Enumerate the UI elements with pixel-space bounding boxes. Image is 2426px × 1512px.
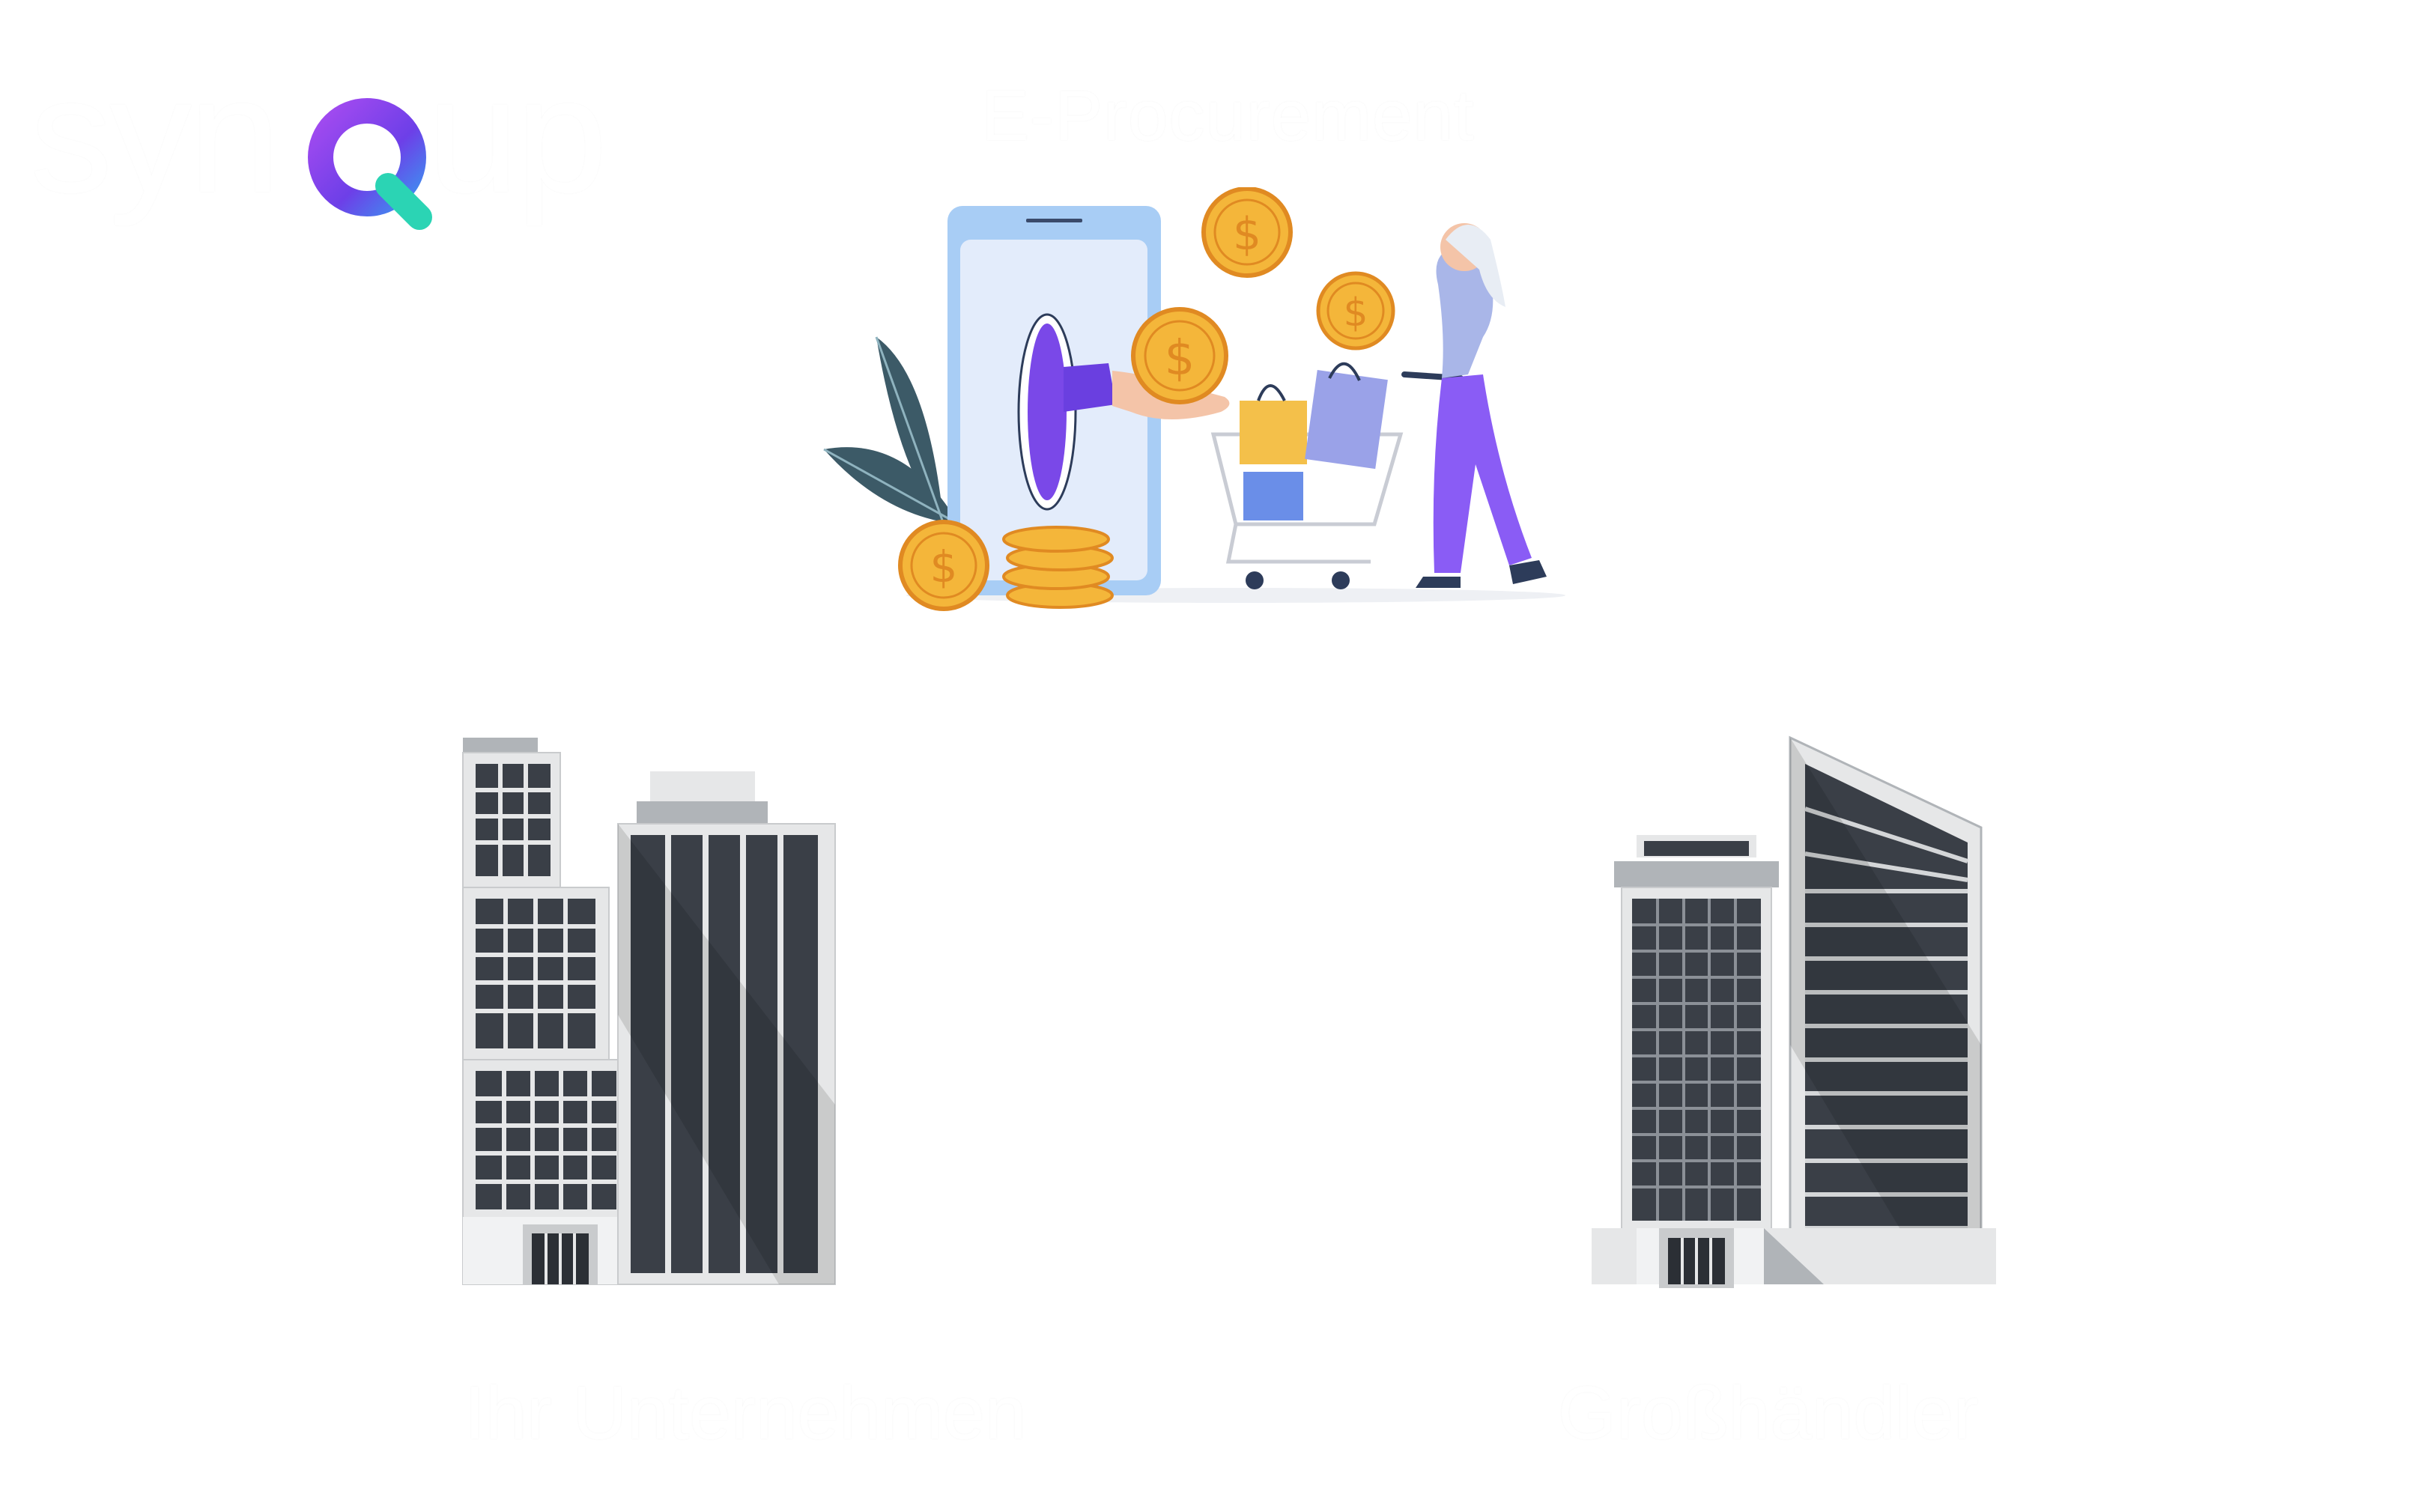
office-building-icon: [462, 738, 836, 1285]
coin-icon-1: $: [1131, 307, 1228, 404]
logo-text-right: up: [427, 43, 607, 227]
office-tower-icon: [1592, 735, 1996, 1288]
online-shopping-illustration: $ $ $ $: [823, 187, 1565, 611]
plant-leaves-icon: [823, 336, 959, 526]
registered-mark: ®: [607, 67, 629, 100]
company-label: Ihr Unternehmen: [464, 1371, 1027, 1455]
process-title: E-Procurement: [981, 76, 1475, 156]
curved-arrow-icon: [657, 89, 905, 143]
svg-text:$: $: [1165, 331, 1195, 386]
svg-text:$: $: [1343, 291, 1368, 336]
coin-icon-2: $: [1201, 187, 1293, 278]
coin-icon-4: $: [898, 520, 989, 611]
svg-text:$: $: [930, 541, 958, 592]
smartphone-icon: [947, 206, 1161, 595]
coin-stack-icon: [1002, 526, 1114, 609]
svg-text:$: $: [1233, 208, 1261, 261]
shopping-cart-icon: [1210, 362, 1404, 589]
coin-icon-3: $: [1316, 271, 1395, 350]
wholesaler-label: Großhändler: [1558, 1371, 1979, 1455]
logo-text-left: syn: [30, 43, 280, 227]
q-logo-icon: [308, 98, 432, 230]
woman-shopper-icon: [1401, 223, 1547, 588]
